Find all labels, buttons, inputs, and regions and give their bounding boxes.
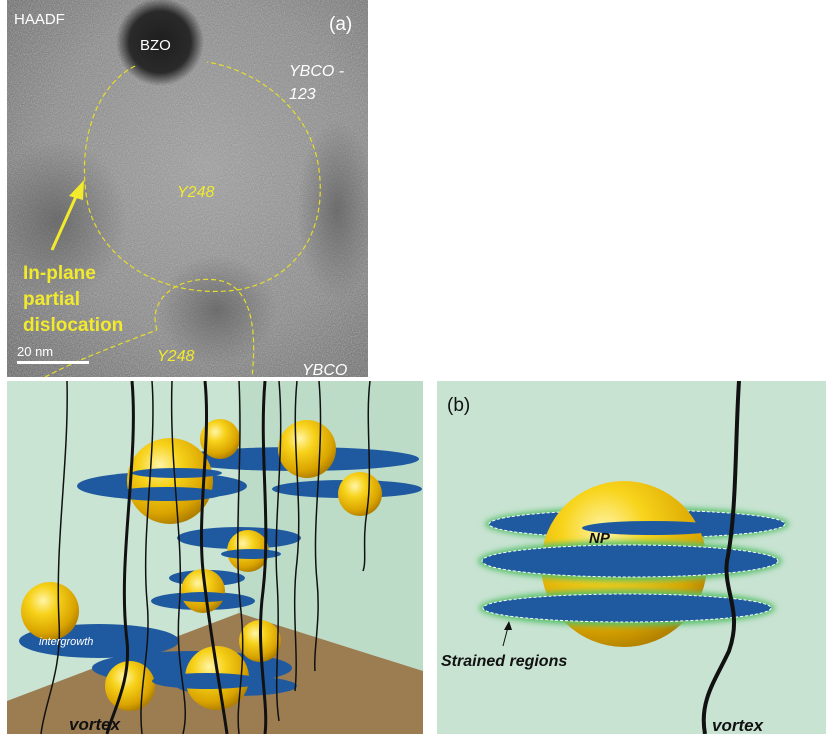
dislocation-label-line2: partial (23, 289, 80, 310)
scale-bar (17, 361, 89, 364)
nanoparticle-zoom-illustration: (b) NP Strained regions vortex (437, 381, 826, 734)
ybco-label-line2: 123 (289, 86, 316, 103)
nanoparticle (127, 438, 213, 524)
strained-disc-top-front (582, 521, 722, 535)
strained-regions-label: Strained regions (441, 653, 567, 670)
ybco-label-line1: YBCO - (289, 63, 344, 80)
y248-boundary-left (44, 329, 158, 377)
nanoparticle (338, 472, 382, 516)
nanoparticle (278, 420, 336, 478)
vortex-line (701, 381, 741, 734)
y248-boundary-lower (154, 278, 255, 377)
nanoparticle (21, 582, 79, 640)
y248-label-upper: Y248 (177, 184, 214, 201)
scale-bar-label: 20 nm (17, 344, 53, 359)
strained-disc-middle (478, 541, 782, 581)
nanoparticle (200, 419, 240, 459)
vortex-lines (40, 381, 371, 734)
y248-label-lower: Y248 (157, 348, 194, 365)
nanoparticle (181, 569, 225, 613)
vortex-label-zoom: vortex (712, 716, 765, 734)
panel-b-label: (b) (447, 395, 470, 416)
dislocation-label-line3: dislocation (23, 315, 123, 336)
strained-pointer-head (504, 621, 512, 630)
intergrowth-label: intergrowth (39, 636, 93, 648)
nanoparticle-zoom-panel: (b) NP Strained regions vortex (437, 381, 826, 734)
haadf-label: HAADF (14, 11, 65, 28)
bzo-particle (116, 0, 204, 86)
arrow-head (69, 180, 84, 200)
haadf-image-panel: HAADF (a) BZO YBCO - 123 Y248 Y248 In-pl… (7, 0, 368, 377)
strained-pointer (502, 626, 509, 647)
np-label: NP (589, 530, 611, 547)
bzo-label: BZO (140, 37, 171, 54)
dislocation-arrow (50, 191, 80, 251)
panel-a-label: (a) (329, 14, 352, 35)
ybco-bottom-label: YBCO (302, 362, 347, 377)
dislocation-label-line1: In-plane (23, 263, 96, 284)
scene-illustration: intergrowth vortex (7, 381, 423, 734)
vortex-label-3d: vortex (69, 715, 122, 734)
nanoparticle (105, 661, 155, 711)
vortex-pinning-scene: intergrowth vortex (7, 381, 423, 734)
haadf-image: HAADF (a) BZO YBCO - 123 Y248 Y248 In-pl… (7, 0, 368, 377)
strained-disc-bottom (479, 590, 775, 626)
